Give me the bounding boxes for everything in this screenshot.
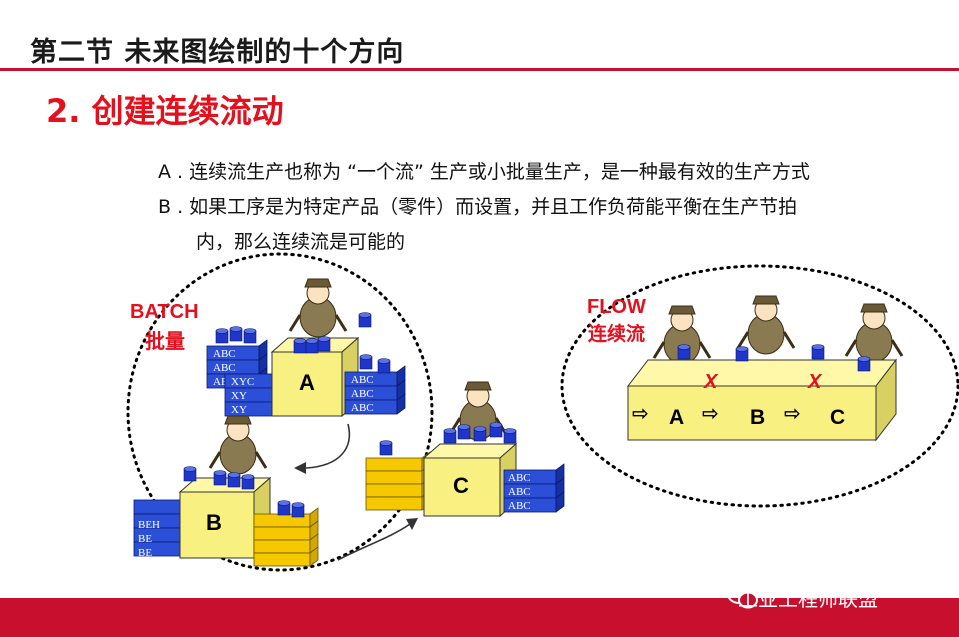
batch-station-c: C ABC ABC ABC (365, 380, 565, 518)
stack-a-left-2: ABC (213, 362, 236, 374)
batch-station-a-label: A (299, 370, 315, 395)
page-title: 第二节 未来图绘制的十个方向 (30, 37, 405, 68)
flow-boundary (560, 264, 959, 508)
footer-bar (0, 598, 959, 637)
watermark-text: 工业工程师联盟 (738, 587, 878, 611)
stack-b-1: BEH (138, 519, 160, 531)
batch-label-en: BATCH (130, 301, 199, 323)
batch-label-cn: 批量 (145, 329, 185, 353)
flow-label-cn: 连续流 (588, 322, 645, 345)
point-b-continued: 内，那么连续流是可能的 (196, 231, 406, 253)
flow-arrow-1: ⇨ (632, 401, 649, 425)
flow-label-en: FLOW (587, 296, 646, 318)
batch-arrow-b-to-c (337, 523, 411, 561)
section-title: 2. 创建连续流动 (46, 92, 284, 130)
stack-a-right-1: ABC (351, 374, 374, 386)
stack-a-mid-2: XY (231, 390, 247, 402)
stack-a-left-1: ABC (213, 348, 236, 360)
batch-station-a: ABC ABC ABC XYC XY XY A ABC ABC ABC (206, 277, 406, 418)
flow-arrow-2: ⇨ (702, 401, 719, 425)
stack-c-2: ABC (508, 486, 531, 498)
flow-station-c-label: C (830, 406, 845, 429)
stack-c-1: ABC (508, 472, 531, 484)
stack-c-3: ABC (508, 500, 531, 512)
stack-a-right-2: ABC (351, 388, 374, 400)
flow-station-b-label: B (750, 406, 765, 429)
stack-a-right-3: ABC (351, 402, 374, 414)
flow-station-a-label: A (669, 406, 684, 429)
flow-mark-1: X (703, 371, 719, 393)
batch-station-b: BEH BE BE B (133, 414, 319, 567)
stack-b-2: BE (138, 533, 152, 545)
batch-arrow-a-to-b (305, 423, 351, 469)
point-a: A . 连续流生产也称为 “一个流” 生产或小批量生产，是一种最有效的生产方式 (158, 161, 810, 183)
flow-arrow-3: ⇨ (784, 401, 801, 425)
wechat-icon (726, 582, 760, 612)
stack-a-mid-3: XY (231, 404, 247, 416)
stack-b-3: BE (138, 547, 152, 559)
point-b: B . 如果工序是为特定产品（零件）而设置，并且工作负荷能平衡在生产节拍 (158, 196, 798, 218)
stack-a-mid-1: XYC (231, 376, 254, 388)
header-divider (0, 68, 959, 71)
flow-mark-2: X (807, 371, 823, 393)
batch-station-c-label: C (453, 473, 469, 498)
flow-line: X X ⇨ A ⇨ B ⇨ C (626, 294, 904, 442)
batch-station-b-label: B (206, 510, 222, 535)
batch-boundary (126, 252, 434, 572)
